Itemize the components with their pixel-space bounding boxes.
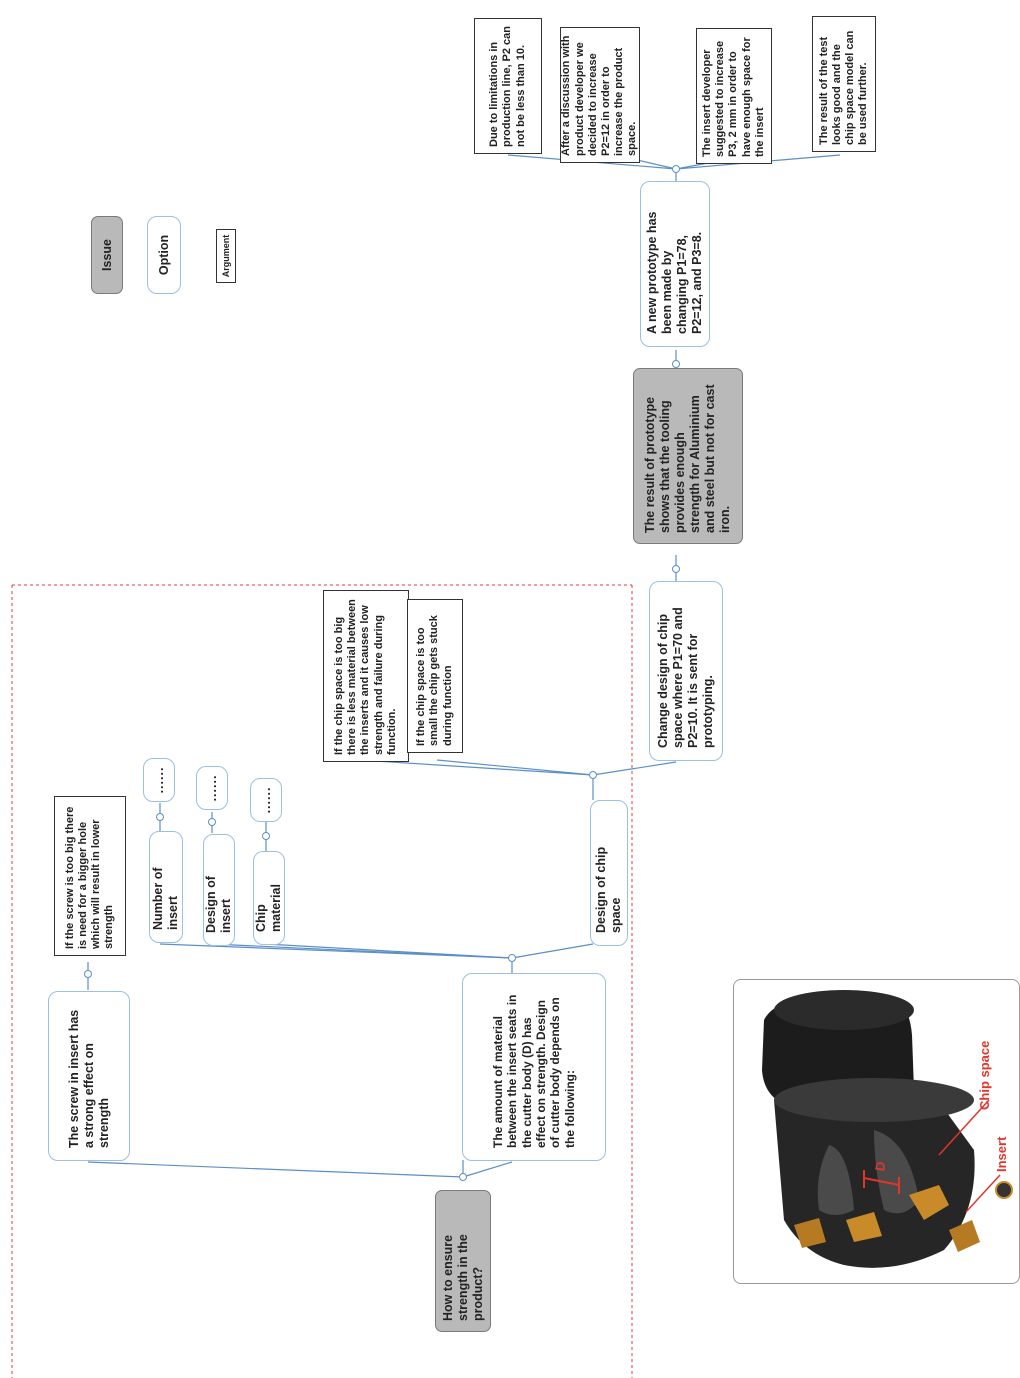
chip-space-label: Chip space	[977, 1041, 992, 1110]
option-number-insert[interactable]: Number of insert	[149, 831, 183, 943]
cutter-photo-frame: D Chip space Insert	[733, 979, 1020, 1284]
argument-p2-limit: Due to limitations in production line, P…	[474, 18, 542, 154]
option-new-prototype[interactable]: A new prototype has been made by changin…	[640, 181, 710, 347]
option-chip-space[interactable]: Design of chip space	[590, 800, 628, 946]
option-material[interactable]: The amount of material between the inser…	[462, 973, 606, 1161]
option-design-insert[interactable]: Design of insert	[203, 834, 235, 946]
d-label: D	[872, 1160, 888, 1172]
argument-chip-big: If the chip space is too big there is le…	[323, 590, 409, 762]
issue-main[interactable]: How to ensure strength in the product?	[435, 1190, 491, 1332]
issue-prototype-result[interactable]: The result of prototype shows that the t…	[633, 368, 743, 544]
option-screw[interactable]: The screw in insert has a strong effect …	[48, 991, 130, 1161]
option-change-design[interactable]: Change design of chip space where P1=70 …	[649, 581, 723, 761]
milling-cutter-image: D Chip space Insert	[762, 990, 1013, 1268]
legend-option: Option	[147, 216, 181, 294]
argument-p3-increase: The insert developer suggested to increa…	[696, 28, 772, 164]
argument-screw-big: If the screw is too big there is need fo…	[54, 796, 126, 956]
option-chip-material[interactable]: Chip material	[253, 851, 285, 945]
argument-p2-increase: After a discussion with product develope…	[560, 27, 640, 163]
option-placeholder[interactable]: ......	[143, 758, 175, 802]
legend-issue: Issue	[91, 216, 123, 294]
option-placeholder[interactable]: ......	[250, 778, 282, 822]
legend-argument: Argument	[216, 229, 236, 283]
argument-test-result: The result of the test looks good and th…	[812, 16, 876, 152]
option-placeholder[interactable]: ......	[196, 766, 228, 810]
argument-chip-small: If the chip space is too small the chip …	[407, 599, 463, 753]
insert-label: Insert	[994, 1136, 1009, 1172]
